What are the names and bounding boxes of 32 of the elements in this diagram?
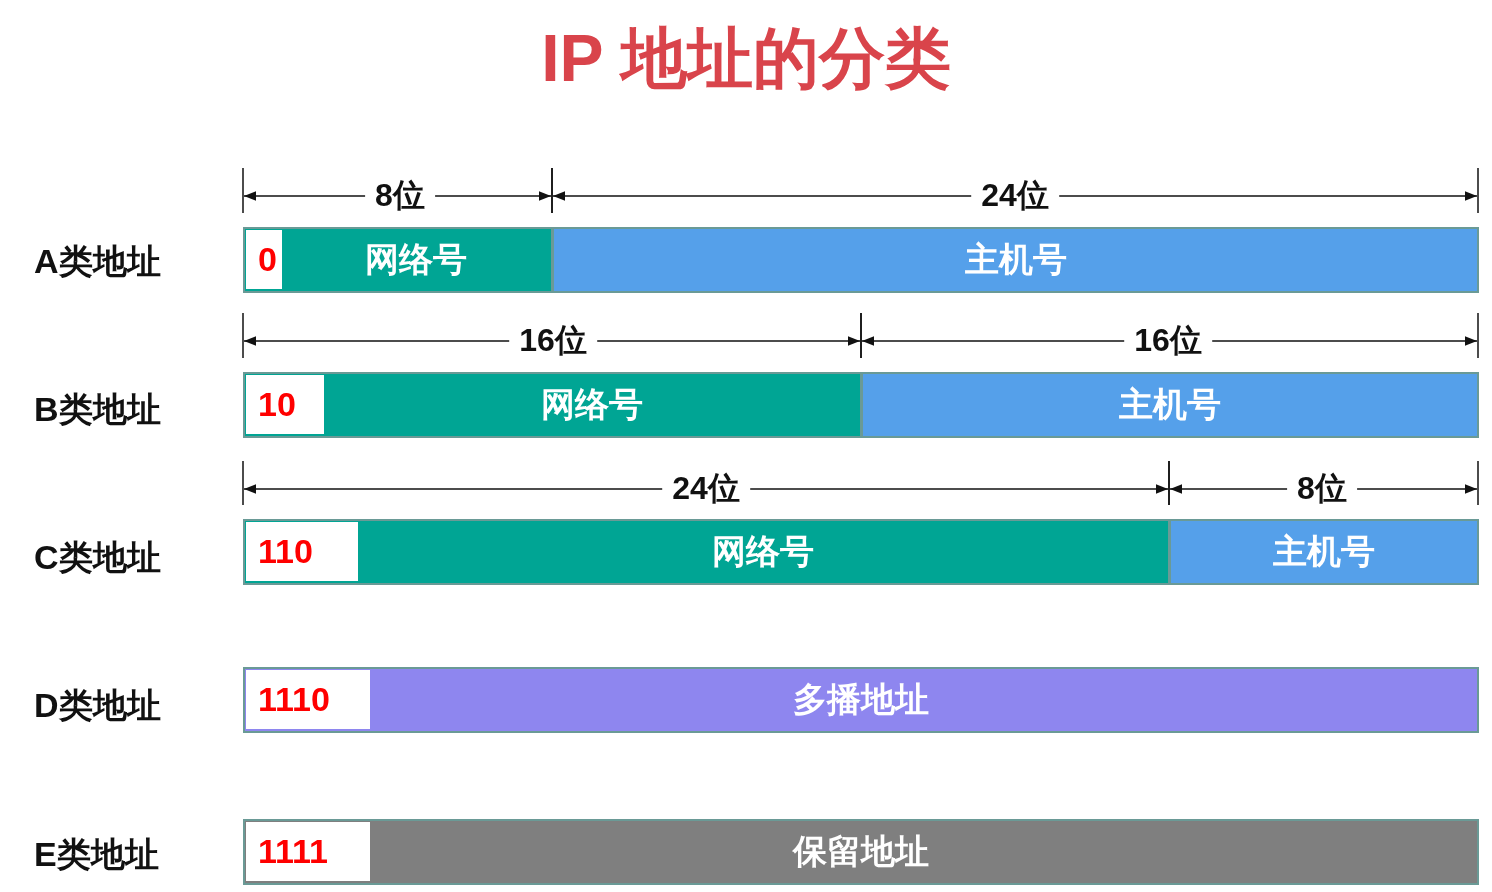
- segment-label: 主机号: [1119, 384, 1221, 425]
- class-label: C类地址: [34, 537, 161, 578]
- segment-label: 保留地址: [793, 831, 929, 872]
- segment-label: 主机号: [964, 239, 1067, 280]
- host-segment: [861, 372, 1479, 438]
- bit-prefix: 110: [258, 532, 313, 571]
- prefix-bits: [246, 522, 358, 581]
- network-segment: [243, 519, 1170, 585]
- class-label: D类地址: [34, 685, 161, 726]
- network-segment: [243, 372, 862, 438]
- bit-prefix: 10: [258, 385, 296, 424]
- multicast-segment: [243, 667, 1479, 733]
- prefix-bits: [246, 375, 324, 434]
- segment-label: 网络号: [365, 239, 467, 280]
- segment-label: 主机号: [1273, 531, 1375, 572]
- host-segment: [552, 227, 1479, 293]
- network-segment: [243, 227, 553, 293]
- bit-prefix: 1111: [258, 832, 328, 871]
- class-label: A类地址: [34, 241, 161, 282]
- class-label: B类地址: [34, 389, 161, 430]
- bit-prefix: 0: [258, 240, 277, 279]
- segment-label: 网络号: [540, 384, 643, 425]
- segment-label: 网络号: [711, 531, 814, 572]
- segment-label: 多播地址: [793, 679, 929, 720]
- prefix-bits: [246, 670, 370, 729]
- bit-prefix: 1110: [258, 680, 330, 719]
- host-segment: [1169, 519, 1479, 585]
- class-label: E类地址: [34, 834, 159, 875]
- title: IP 地址的分类: [540, 20, 952, 97]
- reserved-segment: [243, 819, 1479, 885]
- prefix-bits: [246, 230, 282, 289]
- prefix-bits: [246, 822, 370, 881]
